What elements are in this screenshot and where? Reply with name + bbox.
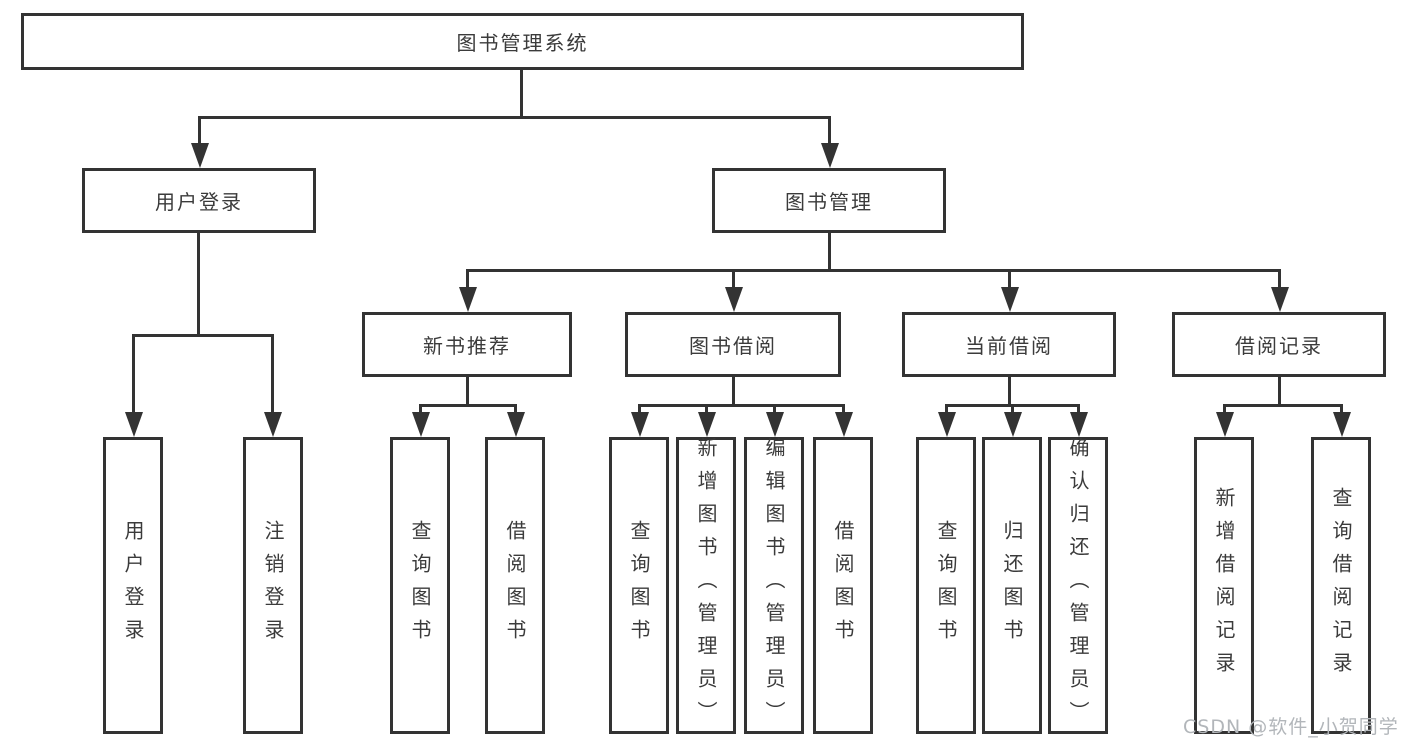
arrowhead-leaf-login — [125, 412, 143, 437]
node-current-borrowing-label: 当前借阅 — [965, 334, 1053, 358]
connector-borrow-records-branch — [1223, 404, 1343, 407]
connector-new-book-branch — [419, 404, 517, 407]
node-book-management-label: 图书管理 — [785, 190, 873, 214]
leaf-edit-books-admin-label: 编辑图书（管理员） — [762, 437, 786, 734]
connector-book-borrow-stem — [732, 377, 735, 406]
leaf-add-borrow-record-label: 新增借阅记录 — [1212, 486, 1236, 685]
connector-book-borrow-branch — [638, 404, 845, 407]
connector-arm-borrow-records — [1278, 269, 1281, 291]
node-book-borrowing: 图书借阅 — [625, 312, 841, 377]
arrowhead-borrow-records — [1271, 287, 1289, 312]
node-user-login-label: 用户登录 — [155, 190, 243, 214]
node-library-management-system-label: 图书管理系统 — [456, 31, 589, 55]
connector-arm-add-record — [1223, 404, 1226, 416]
connector-arm-query-books-3 — [945, 404, 948, 416]
leaf-confirm-return-admin: 确认归还（管理员） — [1048, 437, 1108, 734]
node-borrowing-records: 借阅记录 — [1172, 312, 1386, 377]
connector-arm-leaf-logout — [271, 334, 274, 414]
leaf-return-books-label: 归还图书 — [1000, 519, 1024, 652]
arrowhead-current-borrow — [1001, 287, 1019, 312]
leaf-borrow-books-2: 借阅图书 — [813, 437, 873, 734]
connector-new-book-stem — [466, 377, 469, 406]
arrowhead-leaf-logout — [264, 412, 282, 437]
connector-arm-borrow-books-2 — [842, 404, 845, 416]
leaf-add-books-admin: 新增图书（管理员） — [676, 437, 736, 734]
arrowhead-borrow-books-1 — [507, 412, 525, 437]
arrowhead-borrow-books-2 — [835, 412, 853, 437]
watermark: CSDN @软件_小贺同学 — [1183, 716, 1399, 738]
connector-book-management-branch — [466, 269, 1281, 272]
leaf-query-books-3: 查询图书 — [916, 437, 976, 734]
leaf-borrow-books-1-label: 借阅图书 — [503, 519, 527, 652]
arrowhead-confirm-return — [1070, 412, 1088, 437]
node-book-borrowing-label: 图书借阅 — [689, 334, 777, 358]
leaf-logout: 注销登录 — [243, 437, 303, 734]
leaf-borrow-books-2-label: 借阅图书 — [831, 519, 855, 652]
leaf-edit-books-admin: 编辑图书（管理员） — [744, 437, 804, 734]
node-current-borrowing: 当前借阅 — [902, 312, 1116, 377]
connector-arm-query-books-2 — [638, 404, 641, 416]
leaf-add-borrow-record: 新增借阅记录 — [1194, 437, 1254, 734]
connector-arm-book-management — [828, 116, 831, 146]
leaf-logout-label: 注销登录 — [261, 519, 285, 652]
connector-user-login-stem — [197, 233, 200, 336]
leaf-confirm-return-admin-label: 确认归还（管理员） — [1066, 437, 1090, 734]
arrowhead-return-books — [1004, 412, 1022, 437]
connector-arm-query-record — [1340, 404, 1343, 416]
leaf-add-books-admin-label: 新增图书（管理员） — [694, 437, 718, 734]
leaf-query-borrow-record-label: 查询借阅记录 — [1329, 486, 1353, 685]
node-borrowing-records-label: 借阅记录 — [1235, 334, 1323, 358]
arrowhead-book-borrow — [725, 287, 743, 312]
arrowhead-query-books-1 — [412, 412, 430, 437]
arrowhead-query-books-3 — [938, 412, 956, 437]
leaf-return-books: 归还图书 — [982, 437, 1042, 734]
leaf-query-books-1-label: 查询图书 — [408, 519, 432, 652]
node-book-management: 图书管理 — [712, 168, 946, 233]
connector-user-login-branch — [132, 334, 274, 337]
arrowhead-query-record — [1333, 412, 1351, 437]
connector-arm-borrow-books-1 — [514, 404, 517, 416]
connector-arm-add-books — [705, 404, 708, 416]
connector-arm-confirm-return — [1077, 404, 1080, 416]
node-library-management-system: 图书管理系统 — [21, 13, 1024, 70]
node-new-book-recommendation-label: 新书推荐 — [423, 334, 511, 358]
connector-root-stem — [520, 68, 523, 118]
arrowhead-query-books-2 — [631, 412, 649, 437]
leaf-query-books-1: 查询图书 — [390, 437, 450, 734]
connector-arm-leaf-login — [132, 334, 135, 414]
leaf-borrow-books-1: 借阅图书 — [485, 437, 545, 734]
connector-book-management-stem — [828, 233, 831, 271]
arrowhead-new-book — [459, 287, 477, 312]
arrowhead-add-books — [698, 412, 716, 437]
connector-arm-return-books — [1011, 404, 1014, 416]
connector-arm-current-borrow — [1008, 269, 1011, 291]
leaf-query-books-2: 查询图书 — [609, 437, 669, 734]
connector-arm-new-book — [466, 269, 469, 291]
node-user-login: 用户登录 — [82, 168, 316, 233]
leaf-query-books-2-label: 查询图书 — [627, 519, 651, 652]
arrowhead-add-record — [1216, 412, 1234, 437]
leaf-query-borrow-record: 查询借阅记录 — [1311, 437, 1371, 734]
connector-current-borrow-stem — [1008, 377, 1011, 406]
arrowhead-user-login — [191, 143, 209, 168]
connector-root-branch — [198, 116, 831, 119]
connector-arm-edit-books — [773, 404, 776, 416]
connector-borrow-records-stem — [1278, 377, 1281, 406]
connector-arm-book-borrow — [732, 269, 735, 291]
leaf-query-books-3-label: 查询图书 — [934, 519, 958, 652]
arrowhead-edit-books — [766, 412, 784, 437]
node-new-book-recommendation: 新书推荐 — [362, 312, 572, 377]
arrowhead-book-management — [821, 143, 839, 168]
leaf-user-login: 用户登录 — [103, 437, 163, 734]
leaf-user-login-label: 用户登录 — [121, 519, 145, 652]
connector-arm-query-books-1 — [419, 404, 422, 416]
connector-arm-user-login — [198, 116, 201, 146]
